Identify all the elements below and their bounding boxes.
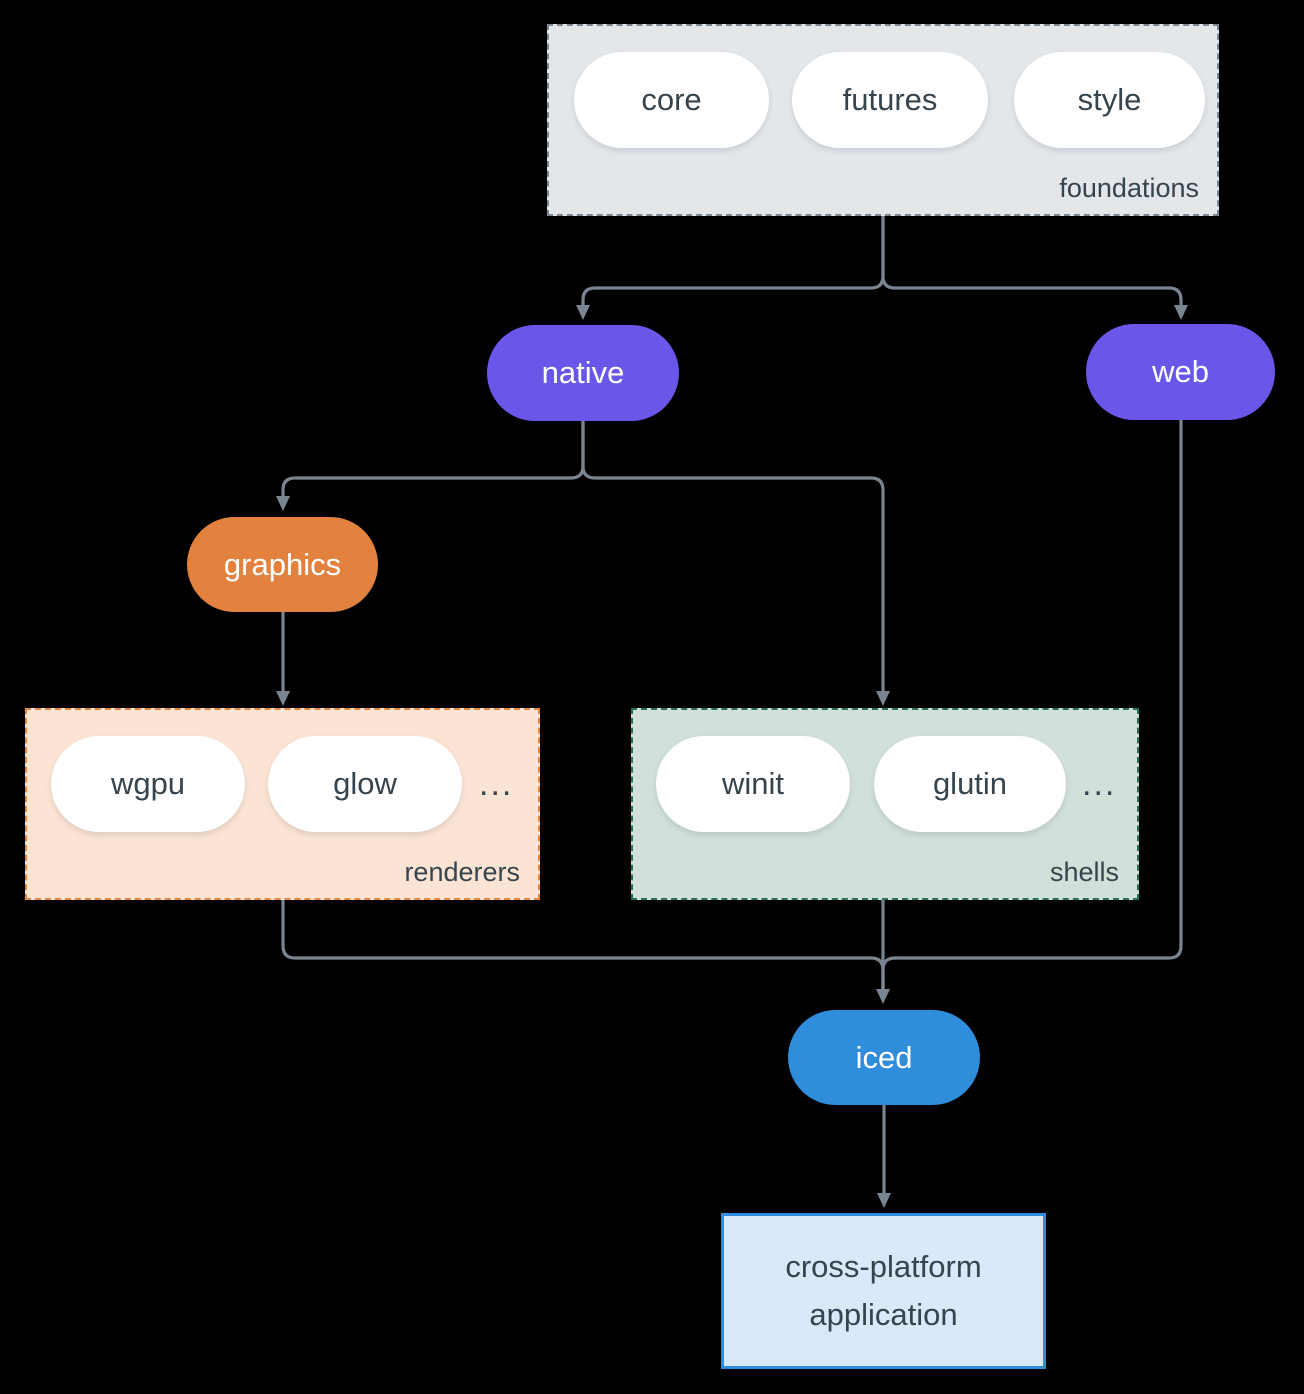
arrowhead-iced <box>876 989 890 1004</box>
node-core: core <box>574 52 769 148</box>
node-futures: futures <box>792 52 988 148</box>
node-glow: glow <box>268 736 462 832</box>
node-winit: winit <box>656 736 850 832</box>
arrowhead-graphics <box>276 496 290 511</box>
node-application: cross-platform application <box>721 1213 1046 1369</box>
arrowhead-renderers <box>276 691 290 706</box>
group-shells-label: shells <box>1049 857 1119 887</box>
connector-native-to-graphics <box>281 421 585 497</box>
group-renderers: wgpu glow ... renderers <box>25 708 540 900</box>
connector-native-to-shells <box>581 421 885 692</box>
node-web: web <box>1086 324 1275 420</box>
node-iced: iced <box>788 1010 980 1105</box>
connector-web-to-iced <box>881 420 1183 990</box>
connector-renderers-to-iced <box>281 900 885 990</box>
arrowhead-web <box>1174 305 1188 320</box>
connector-foundations-to-native <box>581 216 885 306</box>
arrowhead-application <box>877 1193 891 1208</box>
connector-foundations-to-web <box>881 216 1183 306</box>
renderers-ellipsis: ... <box>479 764 514 803</box>
shells-ellipsis: ... <box>1082 764 1117 803</box>
node-style: style <box>1014 52 1205 148</box>
node-graphics: graphics <box>187 517 378 612</box>
arrowhead-native <box>576 305 590 320</box>
group-foundations-label: foundations <box>1059 173 1199 203</box>
group-shells: winit glutin ... shells <box>631 708 1139 900</box>
node-native: native <box>487 325 679 421</box>
node-wgpu: wgpu <box>51 736 245 832</box>
group-foundations: core futures style foundations <box>547 24 1219 216</box>
arrowhead-shells <box>876 691 890 706</box>
group-renderers-label: renderers <box>404 857 520 887</box>
node-glutin: glutin <box>874 736 1066 832</box>
